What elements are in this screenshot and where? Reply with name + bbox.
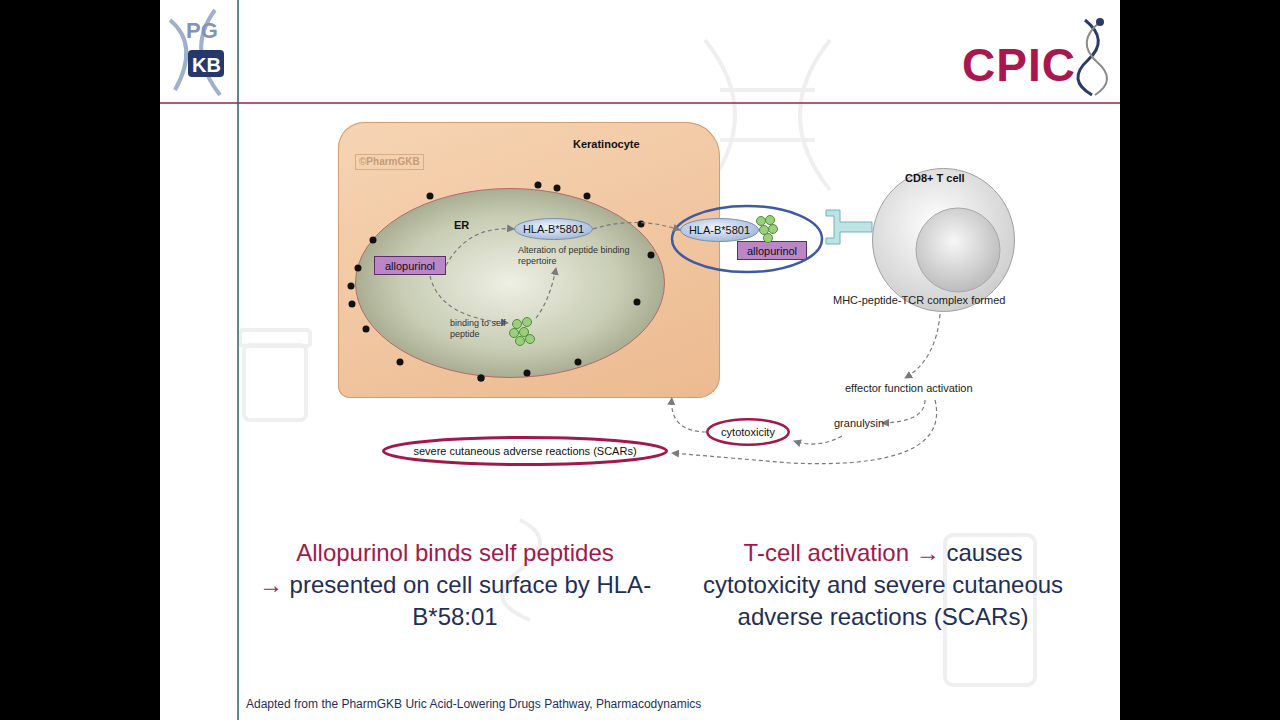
peptide-bead [757, 217, 766, 226]
peptide-bead [526, 335, 535, 344]
binding-arrow [430, 276, 508, 323]
ribosome-dot [427, 193, 434, 200]
summary-text: Allopurinol binds self peptides →present… [255, 537, 655, 633]
outcome-ellipse: cytotoxicity [706, 418, 790, 446]
peptide-bead [513, 320, 522, 329]
cpic-logo-dot [1096, 18, 1104, 26]
ellipse-outline [681, 219, 759, 242]
cytotoxicity-arrow [794, 436, 842, 444]
summary-emphasis: T-cell activation → [744, 539, 940, 566]
faint-pill-cap [240, 330, 310, 346]
node-label: severe cutaneous adverse reactions (SCAR… [413, 445, 636, 457]
ribosome-dot [524, 370, 531, 377]
summary-text: T-cell activation →causes cytotoxicity a… [688, 537, 1078, 633]
node-label: ER [454, 219, 469, 231]
ribosome-dot [584, 193, 591, 200]
peptide-bead [520, 328, 529, 337]
faint-pill-bottle [244, 345, 306, 420]
node-label: cytotoxicity [721, 426, 775, 438]
drug-box: allopurinol [374, 256, 446, 275]
node-label: allopurinol [385, 260, 435, 272]
faint-helix-rungs [720, 90, 815, 140]
ribosome-dot [634, 299, 641, 306]
peptide-bead [516, 337, 525, 346]
logo-text: KB [192, 53, 221, 77]
peptide-bead [760, 226, 769, 235]
cpic-logo-helix [1078, 20, 1098, 95]
ribosome-dot [355, 265, 362, 272]
flow-connector [446, 229, 514, 266]
tcr-receptor [826, 210, 872, 244]
er-compartment: ER HLA-B*5801 allopurinol [355, 188, 665, 378]
self-peptide-cluster [510, 318, 535, 346]
watermark: ©PharmGKB [355, 154, 424, 170]
t-cell-nucleus [916, 208, 1000, 292]
header-rule [160, 102, 1120, 104]
shape-outline [872, 168, 1015, 312]
ellipse-outline [384, 438, 667, 465]
peptide-bead [769, 225, 778, 234]
node-label: Keratinocyte [573, 138, 640, 150]
flow-connector [672, 398, 706, 432]
scar-arrow [672, 400, 937, 464]
drug-box: allopurinol [737, 241, 807, 260]
ellipse-outline [873, 169, 1015, 312]
source-note: Adapted from the PharmGKB Uric Acid-Lowe… [246, 697, 701, 711]
peptide-bead [766, 216, 775, 225]
ribosome-dot [397, 359, 404, 366]
faint-symbol [502, 520, 540, 620]
logo-text: CPIC [962, 42, 1076, 88]
outcome-ellipse: severe cutaneous adverse reactions (SCAR… [382, 436, 668, 466]
node-label: HLA-B*5801 [523, 223, 584, 235]
peptide-bead [764, 234, 773, 243]
ellipse-outline [515, 219, 593, 240]
node-label: HLA-B*5801 [689, 224, 750, 236]
ribosome-dot [648, 252, 655, 259]
ribosome-dot [478, 375, 485, 382]
annotation: Alteration of peptide binding repertoire [518, 245, 630, 267]
ribosome-dot [363, 326, 370, 333]
granulysin-arrow [882, 400, 925, 423]
node-label: CD8+ T cell [905, 172, 965, 184]
logo-text: PG [186, 18, 218, 44]
alteration-arrow [536, 268, 556, 318]
t-cell: CD8+ T cell [872, 168, 1015, 312]
ribosome-dot [348, 283, 355, 290]
ribosome-dot [478, 375, 485, 382]
presented-peptide-cluster [757, 216, 778, 243]
annotation: binding to self peptide [450, 318, 506, 340]
pgkb-logo-badge [188, 50, 224, 77]
hla-molecule: HLA-B*5801 [680, 218, 759, 242]
ribosome-dot [638, 221, 645, 228]
side-rule [237, 0, 239, 720]
ribosome-dot [535, 182, 542, 189]
hla-molecule: HLA-B*5801 [514, 218, 593, 240]
shape-outline [355, 188, 665, 378]
ribosome-dot [370, 237, 377, 244]
annotation: granulysin [834, 417, 884, 430]
ellipse-outline [356, 189, 665, 378]
node-label: allopurinol [747, 245, 797, 257]
peptide-bead [510, 329, 519, 338]
ribosome-dot [349, 301, 356, 308]
activation-arrow [905, 314, 940, 378]
faint-helix [705, 40, 830, 190]
cpic-logo-helix-strand [1087, 22, 1107, 95]
summary-body: presented on cell surface by HLA-B*58:01 [290, 571, 652, 630]
ellipse-outline [707, 419, 789, 445]
ribosome-dots [348, 182, 655, 382]
flow-connector [593, 222, 680, 230]
annotation: effector function activation [845, 382, 973, 395]
ribosome-dot [575, 359, 582, 366]
peptide-bead [523, 318, 532, 327]
annotation: MHC-peptide-TCR complex formed [833, 294, 1005, 307]
highlight-circle [672, 206, 822, 272]
ribosome-dot [554, 185, 561, 192]
